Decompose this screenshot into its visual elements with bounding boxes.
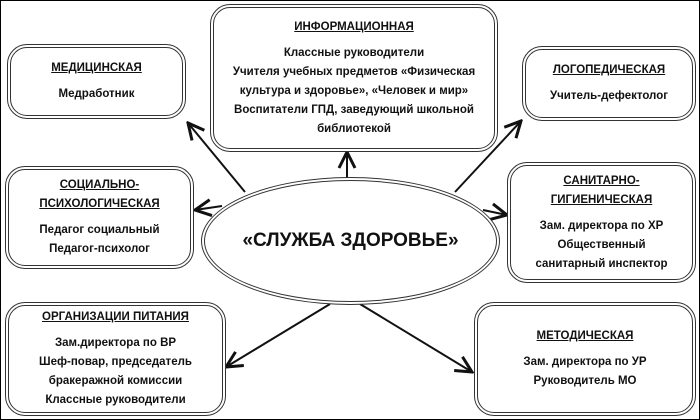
box-title: МЕДИЦИНСКАЯ [51, 62, 142, 74]
box-line: Педагог социальный [39, 224, 160, 236]
box-title: МЕТОДИЧЕСКАЯ [536, 330, 634, 342]
box-title: САНИТАРНО- [563, 174, 640, 187]
box-line: Учитель-дефектолог [549, 90, 669, 102]
box-line: Руководитель МО [533, 375, 637, 387]
center-ellipse: «СЛУЖБА ЗДОРОВЬЕ» [201, 177, 500, 305]
box-methodical: МЕТОДИЧЕСКАЯ Зам. директора по УР Руково… [474, 302, 696, 416]
arrow-nutrition [226, 303, 331, 367]
box-line: Учителя учебных предметов «Физическая [232, 65, 476, 78]
box-line: Медработник [58, 88, 135, 100]
box-line: Зам.директора по ВР [54, 337, 177, 349]
box-social: СОЦИАЛЬНО- ПСИХОЛОГИЧЕСКАЯ Педагог социа… [5, 166, 194, 269]
box-title: ОРГАНИЗАЦИИ ПИТАНИЯ [42, 311, 189, 323]
box-medical: МЕДИЦИНСКАЯ Медработник [7, 44, 186, 119]
box-line: Зам. директора по УР [523, 356, 647, 368]
box-title: ИНФОРМАЦИОННАЯ [294, 20, 414, 33]
box-title: ПСИХОЛОГИЧЕСКАЯ [39, 198, 160, 210]
box-line: культура и здоровье», «Человек и мир» [239, 84, 469, 97]
arrow-medical [188, 123, 246, 193]
box-informational: ИНФОРМАЦИОННАЯ Классные руководители Учи… [210, 4, 498, 152]
arrow-speech [454, 121, 521, 193]
box-line: Зам. директора по ХР [539, 219, 664, 232]
box-title: СОЦИАЛЬНО- [59, 179, 140, 191]
box-line: Общественный [557, 238, 646, 251]
box-title: ЛОГОПЕДИЧЕСКАЯ [552, 64, 666, 76]
box-line: Педагог-психолог [49, 243, 150, 255]
box-line: Классные руководители [283, 46, 425, 59]
box-line: Воспитатели ГПД, заведующий школьной [234, 103, 474, 116]
arrow-methodical [359, 303, 472, 372]
box-line: Классные руководители [45, 394, 186, 406]
box-sanitary: САНИТАРНО- ГИГИЕНИЧЕСКАЯ Зам. директора … [507, 162, 696, 283]
box-line: санитарный инспектор [535, 257, 668, 270]
box-line: библиотекой [317, 122, 391, 135]
arrow-social [195, 206, 223, 210]
box-line: Шеф-повар, председатель [39, 356, 192, 368]
center-title: «СЛУЖБА ЗДОРОВЬЕ» [242, 230, 459, 251]
box-title: ГИГИЕНИЧЕСКАЯ [550, 193, 653, 206]
box-line: бракеражной комиссии [48, 375, 183, 387]
box-speech: ЛОГОПЕДИЧЕСКАЯ Учитель-дефектолог [522, 46, 696, 121]
box-nutrition: ОРГАНИЗАЦИИ ПИТАНИЯ Зам.директора по ВР … [5, 302, 226, 416]
arrow-sanitary [482, 210, 507, 215]
